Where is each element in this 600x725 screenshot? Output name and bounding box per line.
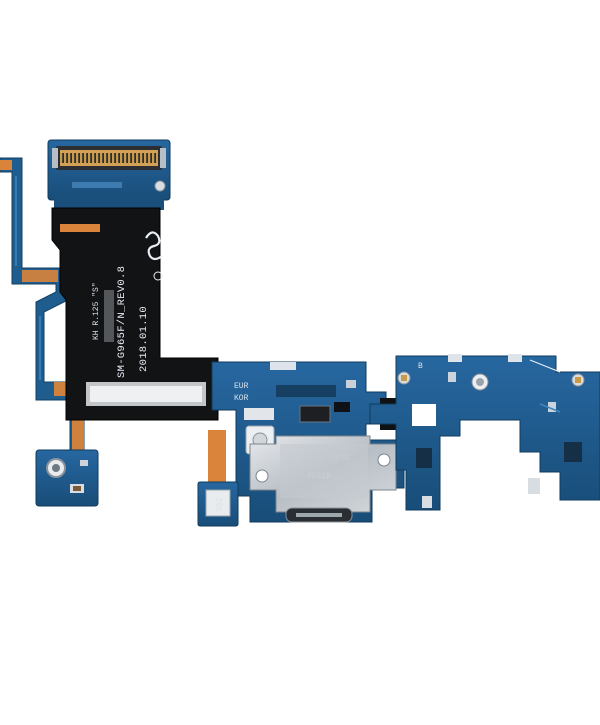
connector-lot: J822B (306, 471, 332, 481)
pad-b-label: B (418, 362, 423, 371)
right-antenna-board: B (369, 354, 600, 511)
silkscreen-batch: KH R.125 "S" (92, 282, 101, 340)
s-logo-icon (145, 231, 163, 261)
mic-mark: 382 (216, 497, 225, 512)
silkscreen-model: SM-G965F/N_REV0.8 (116, 266, 128, 378)
usb-c-connector: E-3 CHTC J822B (249, 435, 397, 523)
silkscreen-date: 2018.01.10 (138, 306, 150, 372)
microphone-pad: 382 (197, 430, 239, 527)
silkscreen-kor: KOR (234, 394, 249, 403)
left-sensor-pad (35, 449, 99, 507)
connector-code: CHTC (330, 453, 350, 463)
board-connector-head (47, 139, 171, 210)
connector-mark: E-3 (286, 453, 301, 463)
black-flex-ribbon: SM-G965F/N_REV0.8 2018.01.10 KH R.125 "S… (51, 207, 219, 421)
silkscreen-eur: EUR (234, 382, 249, 391)
registered-mark-icon (153, 271, 163, 281)
